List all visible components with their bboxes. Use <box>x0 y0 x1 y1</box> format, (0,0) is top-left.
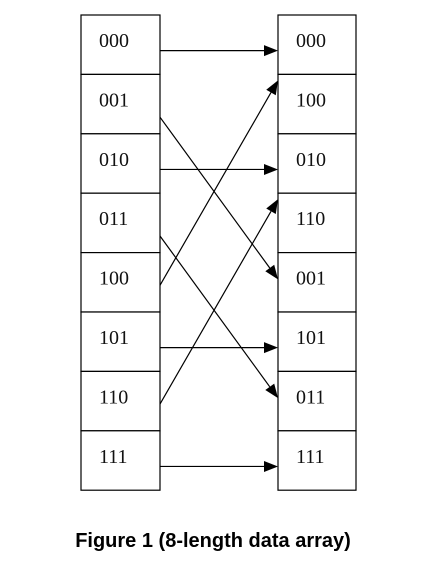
right-cell-box <box>277 311 357 373</box>
arrow-shaft <box>159 210 272 405</box>
right-column: 000 100 010 110 001 101 011 111 <box>277 14 357 491</box>
right-cell-box <box>277 430 357 491</box>
left-cell-7: 111 <box>80 430 161 491</box>
arrow-1-to-4 <box>159 116 278 280</box>
right-cell-2: 010 <box>277 133 357 194</box>
right-cell-box <box>277 73 357 135</box>
left-cell-label: 000 <box>99 30 129 52</box>
arrow-shaft <box>159 92 272 286</box>
arrow-head <box>265 264 278 280</box>
right-cell-0: 000 <box>277 14 357 76</box>
left-cell-label: 100 <box>99 268 129 290</box>
arrow-head <box>264 460 278 472</box>
left-cell-box <box>80 14 161 76</box>
left-column: 000 001 010 011 100 101 110 111 <box>80 14 161 491</box>
arrow-head <box>264 342 278 354</box>
left-cell-1: 001 <box>80 73 161 135</box>
arrow-4-to-1 <box>159 80 278 286</box>
right-cell-label: 100 <box>296 89 326 111</box>
right-cell-label: 010 <box>296 149 326 171</box>
left-cell-box <box>80 73 161 135</box>
arrow-3-to-6 <box>159 235 278 399</box>
left-cell-label: 011 <box>99 208 128 230</box>
right-cell-4: 001 <box>277 252 357 313</box>
right-cell-label: 111 <box>296 446 325 468</box>
right-cell-1: 100 <box>277 73 357 135</box>
arrow-head <box>266 80 278 96</box>
right-cell-label: 000 <box>296 30 326 52</box>
left-cell-2: 010 <box>80 133 161 194</box>
left-cell-label: 111 <box>99 446 128 468</box>
left-cell-label: 010 <box>99 149 129 171</box>
left-cell-label: 001 <box>99 89 129 111</box>
right-cell-label: 001 <box>296 268 326 290</box>
right-cell-6: 011 <box>277 370 357 432</box>
left-cell-5: 101 <box>80 311 161 373</box>
right-cell-5: 101 <box>277 311 357 373</box>
left-cell-box <box>80 311 161 373</box>
left-cell-label: 101 <box>99 327 129 349</box>
left-cell-label: 110 <box>99 386 128 408</box>
arrow-6-to-3 <box>159 199 278 405</box>
right-cell-label: 110 <box>296 208 325 230</box>
arrow-0-to-0 <box>160 45 278 57</box>
left-cell-3: 011 <box>80 192 161 254</box>
left-cell-6: 110 <box>80 370 161 432</box>
arrow-head <box>266 199 278 215</box>
right-cell-7: 111 <box>277 430 357 491</box>
left-cell-box <box>80 430 161 491</box>
arrow-shaft <box>159 235 271 388</box>
left-cell-box <box>80 133 161 194</box>
arrow-head <box>264 45 278 57</box>
right-cell-label: 101 <box>296 327 326 349</box>
mapping-arrows <box>159 45 278 472</box>
right-cell-label: 011 <box>296 386 325 408</box>
arrow-shaft <box>159 116 271 269</box>
right-cell-3: 110 <box>277 192 357 254</box>
left-cell-box <box>80 192 161 254</box>
right-cell-box <box>277 133 357 194</box>
left-cell-0: 000 <box>80 14 161 76</box>
arrow-5-to-5 <box>160 342 278 354</box>
arrow-7-to-7 <box>160 460 278 472</box>
arrow-2-to-2 <box>160 163 278 175</box>
left-cell-4: 100 <box>80 252 161 313</box>
figure-caption: Figure 1 (8-length data array) <box>75 530 351 552</box>
right-cell-box <box>277 192 357 254</box>
arrow-head <box>265 383 278 399</box>
arrow-head <box>264 163 278 175</box>
